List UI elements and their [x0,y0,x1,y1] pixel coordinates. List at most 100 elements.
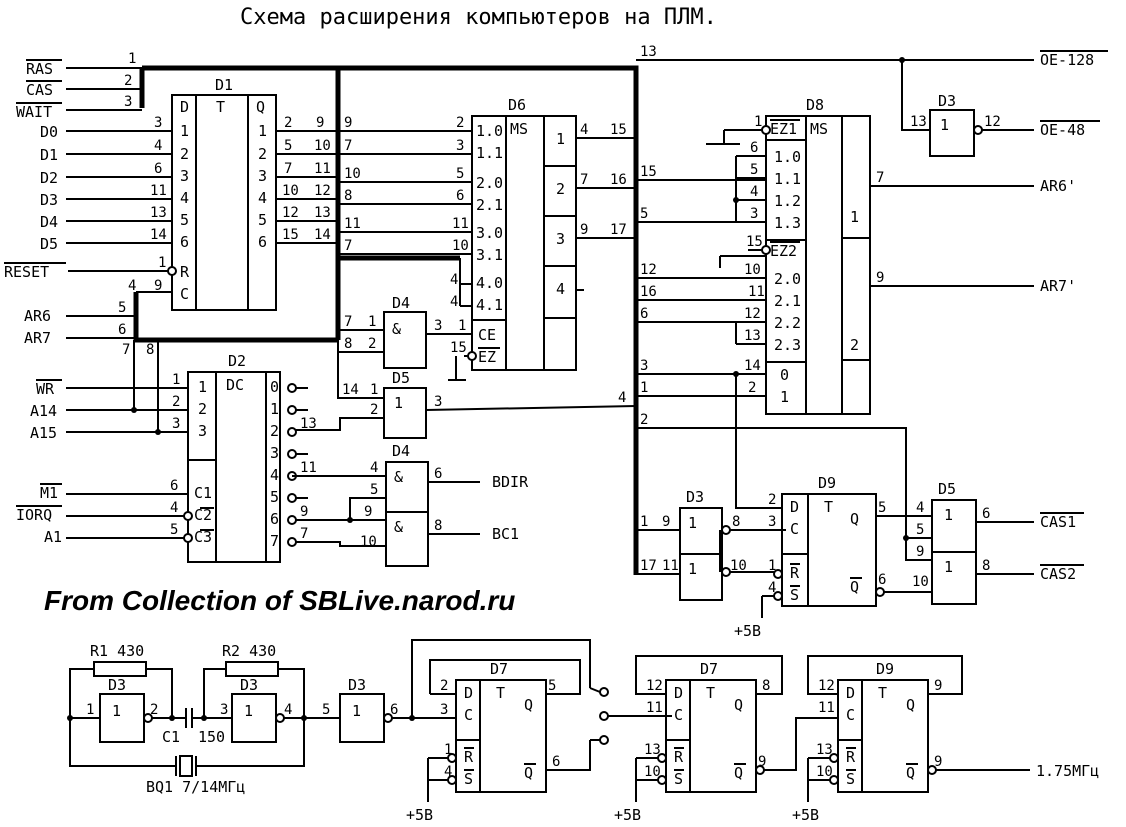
svg-text:S: S [790,586,799,604]
d6-out-2: 2 [556,180,565,198]
d2-in-1: 1 [198,378,207,396]
d5a-sym: 1 [394,394,403,412]
svg-text:1: 1 [640,514,648,530]
d3-top-label: D3 [938,92,956,110]
d8-in-21: 2.1 [774,292,801,310]
sig-cas: CAS [26,81,53,99]
oe-section: 13 OE-128 13 D3 1 12 OE-48 [636,44,1108,157]
svg-text:1: 1 [158,255,166,271]
svg-text:7: 7 [122,342,130,358]
gate-d5-right: D5 1 1 4 5 9 10 6 8 CAS1 CAS2 [912,480,1084,605]
svg-text:S: S [464,770,473,788]
svg-text:R: R [846,748,856,766]
svg-text:Q: Q [734,764,743,782]
plus5-d9b: +5В [792,806,819,824]
svg-text:4: 4 [750,184,758,200]
svg-text:5: 5 [170,522,178,538]
d9-mid-t: T [824,498,833,516]
svg-text:C: C [846,706,855,724]
d1-label: D1 [215,76,233,94]
d4a-label: D4 [392,294,410,312]
d2-out-3: 3 [270,444,279,462]
svg-text:3: 3 [434,394,442,410]
svg-text:11: 11 [344,216,361,232]
svg-text:5: 5 [640,206,648,222]
svg-text:D: D [790,498,799,516]
svg-text:11: 11 [300,460,317,476]
svg-text:Q: Q [524,696,533,714]
sig-wait: WAIT [16,103,52,121]
sig-oe128: OE-128 [1040,51,1094,69]
d1-pin-out6: 6 [258,233,267,251]
svg-text:2: 2 [172,394,180,410]
d9b-t: T [878,684,887,702]
sig-d5: D5 [40,235,58,253]
svg-text:12: 12 [640,262,657,278]
chip-d6: D6 MS 1.0 1.1 2.0 2.1 3.0 3.1 4.0 4.1 CE… [467,96,577,371]
svg-text:6: 6 [982,506,990,522]
d1-pin-out4: 4 [258,189,267,207]
d7b-t: T [706,684,715,702]
sig-cas1: CAS1 [1040,513,1076,531]
svg-text:5: 5 [284,138,292,154]
d2-out-2: 2 [270,422,279,440]
d1-pin-q: Q [256,98,265,116]
svg-text:13: 13 [150,205,167,221]
svg-text:Q: Q [524,764,533,782]
d5b-sym2: 1 [944,558,953,576]
svg-text:Q: Q [906,696,915,714]
sig-ar6: AR6 [24,307,51,325]
d5a-label: D5 [392,369,410,387]
svg-text:9: 9 [916,544,924,560]
svg-text:3: 3 [750,206,758,222]
svg-text:12: 12 [984,114,1001,130]
d8-in-20: 2.0 [774,270,801,288]
svg-text:9: 9 [364,504,372,520]
svg-text:9: 9 [344,115,352,131]
sig-d0: D0 [40,123,58,141]
c1-label: C1 [162,728,180,746]
d8-label: D8 [806,96,824,114]
d9b-label: D9 [876,660,894,678]
sig-wr: WR [36,380,55,398]
svg-text:D: D [674,684,683,702]
svg-text:1: 1 [128,51,136,67]
osc-d3-2-sym: 1 [244,702,253,720]
sig-d3: D3 [40,191,58,209]
svg-text:14: 14 [744,358,761,374]
svg-text:1: 1 [370,382,378,398]
d8-out-2: 2 [850,336,859,354]
svg-text:14: 14 [150,227,167,243]
svg-text:9: 9 [758,754,766,770]
svg-text:6: 6 [456,188,464,204]
svg-text:4: 4 [768,580,776,596]
svg-text:17: 17 [610,222,627,238]
d7a-t: T [496,684,505,702]
svg-text:8: 8 [732,514,740,530]
credit-text: From Collection of SBLive.narod.ru [44,585,515,616]
svg-text:4: 4 [170,500,178,516]
svg-text:2: 2 [284,115,292,131]
d8-in-0: 0 [780,366,789,384]
svg-text:10: 10 [912,574,929,590]
d2-label: D2 [228,352,246,370]
d2-in-3: 3 [198,422,207,440]
d3-top-sym: 1 [940,116,949,134]
svg-text:10: 10 [816,764,833,780]
svg-text:9: 9 [300,504,308,520]
osc-d3-2-label: D3 [240,676,258,694]
gate-d4-bottom: D4 & & 11 4 5 9 9 7 10 6 8 BDIR BC1 13 [292,416,529,567]
svg-text:8: 8 [982,558,990,574]
d8-in-ez2: EZ2 [770,242,797,260]
svg-text:6: 6 [170,478,178,494]
svg-text:R: R [464,748,474,766]
svg-text:2: 2 [748,380,756,396]
d8-in-22: 2.2 [774,314,801,332]
svg-text:3: 3 [434,318,442,334]
svg-text:11: 11 [748,284,765,300]
d6-in-40: 4.0 [476,274,503,292]
svg-text:2: 2 [370,402,378,418]
sig-a14: A14 [30,402,57,420]
